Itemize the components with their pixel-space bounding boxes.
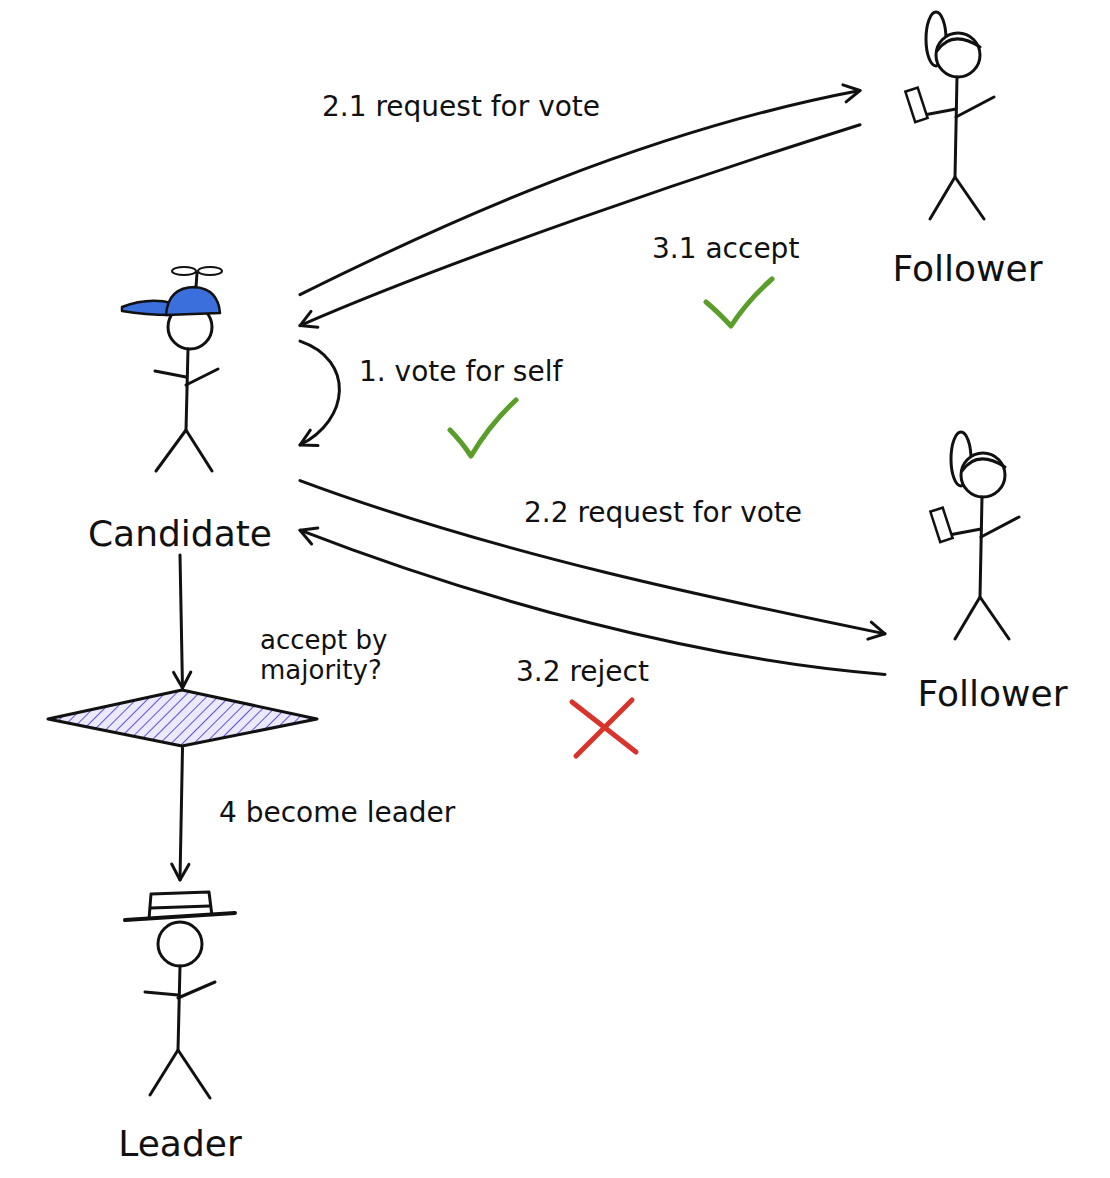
connector-line bbox=[180, 748, 183, 880]
hat-brim bbox=[125, 913, 235, 920]
legs bbox=[955, 597, 1009, 639]
connector bbox=[174, 555, 191, 688]
connector-line bbox=[300, 341, 339, 445]
propeller-blade bbox=[198, 267, 222, 275]
edge-label: 3.1 accept bbox=[648, 232, 803, 266]
connector bbox=[300, 528, 885, 675]
follower-figure bbox=[860, 5, 1075, 240]
candidate-node: Candidate bbox=[60, 245, 300, 555]
role-label: Follower bbox=[918, 672, 1068, 715]
leader-figure bbox=[75, 880, 285, 1120]
head bbox=[961, 453, 1005, 497]
edge-label: 4 become leader bbox=[215, 796, 459, 830]
cross-mark bbox=[576, 700, 632, 756]
connector-line bbox=[180, 555, 183, 688]
check-mark bbox=[450, 400, 516, 456]
arm bbox=[155, 369, 218, 385]
connector bbox=[172, 748, 189, 880]
decision-diamond: accept by majority? bbox=[45, 688, 320, 748]
role-label: Leader bbox=[118, 1122, 241, 1165]
connector bbox=[300, 125, 860, 328]
body bbox=[980, 497, 982, 597]
check-mark bbox=[706, 279, 772, 326]
body bbox=[178, 966, 180, 1050]
propeller-stem bbox=[196, 273, 197, 287]
edge-label: 1. vote for self bbox=[355, 355, 566, 389]
arrowhead bbox=[300, 528, 318, 544]
follower-node: Follower bbox=[885, 425, 1100, 715]
arrowhead bbox=[843, 85, 860, 102]
head bbox=[936, 33, 980, 77]
connector-line bbox=[300, 481, 885, 634]
connector-line bbox=[300, 91, 860, 295]
cap-dome bbox=[166, 287, 220, 315]
cap-brim bbox=[122, 301, 172, 315]
connector bbox=[300, 85, 860, 295]
body bbox=[186, 349, 188, 430]
hair bbox=[937, 39, 980, 51]
arrowhead bbox=[300, 430, 318, 445]
diamond-outline bbox=[48, 690, 317, 746]
decision-label: accept by majority? bbox=[260, 626, 440, 686]
arrowhead bbox=[172, 864, 189, 880]
connector bbox=[300, 341, 339, 446]
legs bbox=[930, 177, 984, 219]
follower-node: Follower bbox=[860, 5, 1075, 290]
leader-node: Leader bbox=[75, 880, 285, 1165]
edge-label: 2.1 request for vote bbox=[318, 90, 604, 124]
phone bbox=[930, 508, 952, 542]
legs bbox=[156, 430, 212, 471]
decision-diamond-shape bbox=[45, 688, 320, 748]
edge-label: 2.2 request for vote bbox=[520, 496, 806, 530]
arrowhead bbox=[300, 311, 318, 327]
hat-band bbox=[151, 906, 210, 908]
hair bbox=[962, 459, 1005, 471]
role-label: Candidate bbox=[88, 512, 272, 555]
edge-label: 3.2 reject bbox=[512, 655, 653, 689]
arm bbox=[145, 982, 215, 998]
body bbox=[955, 77, 957, 177]
arm bbox=[924, 97, 994, 117]
arm bbox=[949, 517, 1019, 537]
arrowhead bbox=[174, 672, 191, 688]
arrowhead bbox=[868, 622, 885, 639]
legs bbox=[150, 1050, 210, 1098]
propeller-blade bbox=[172, 267, 196, 275]
role-label: Follower bbox=[893, 247, 1043, 290]
connector bbox=[300, 481, 885, 639]
follower-figure bbox=[885, 425, 1100, 660]
candidate-figure bbox=[60, 245, 300, 500]
head bbox=[158, 922, 202, 966]
connector-line bbox=[300, 125, 860, 326]
phone bbox=[905, 88, 927, 122]
connector-line bbox=[300, 530, 885, 674]
